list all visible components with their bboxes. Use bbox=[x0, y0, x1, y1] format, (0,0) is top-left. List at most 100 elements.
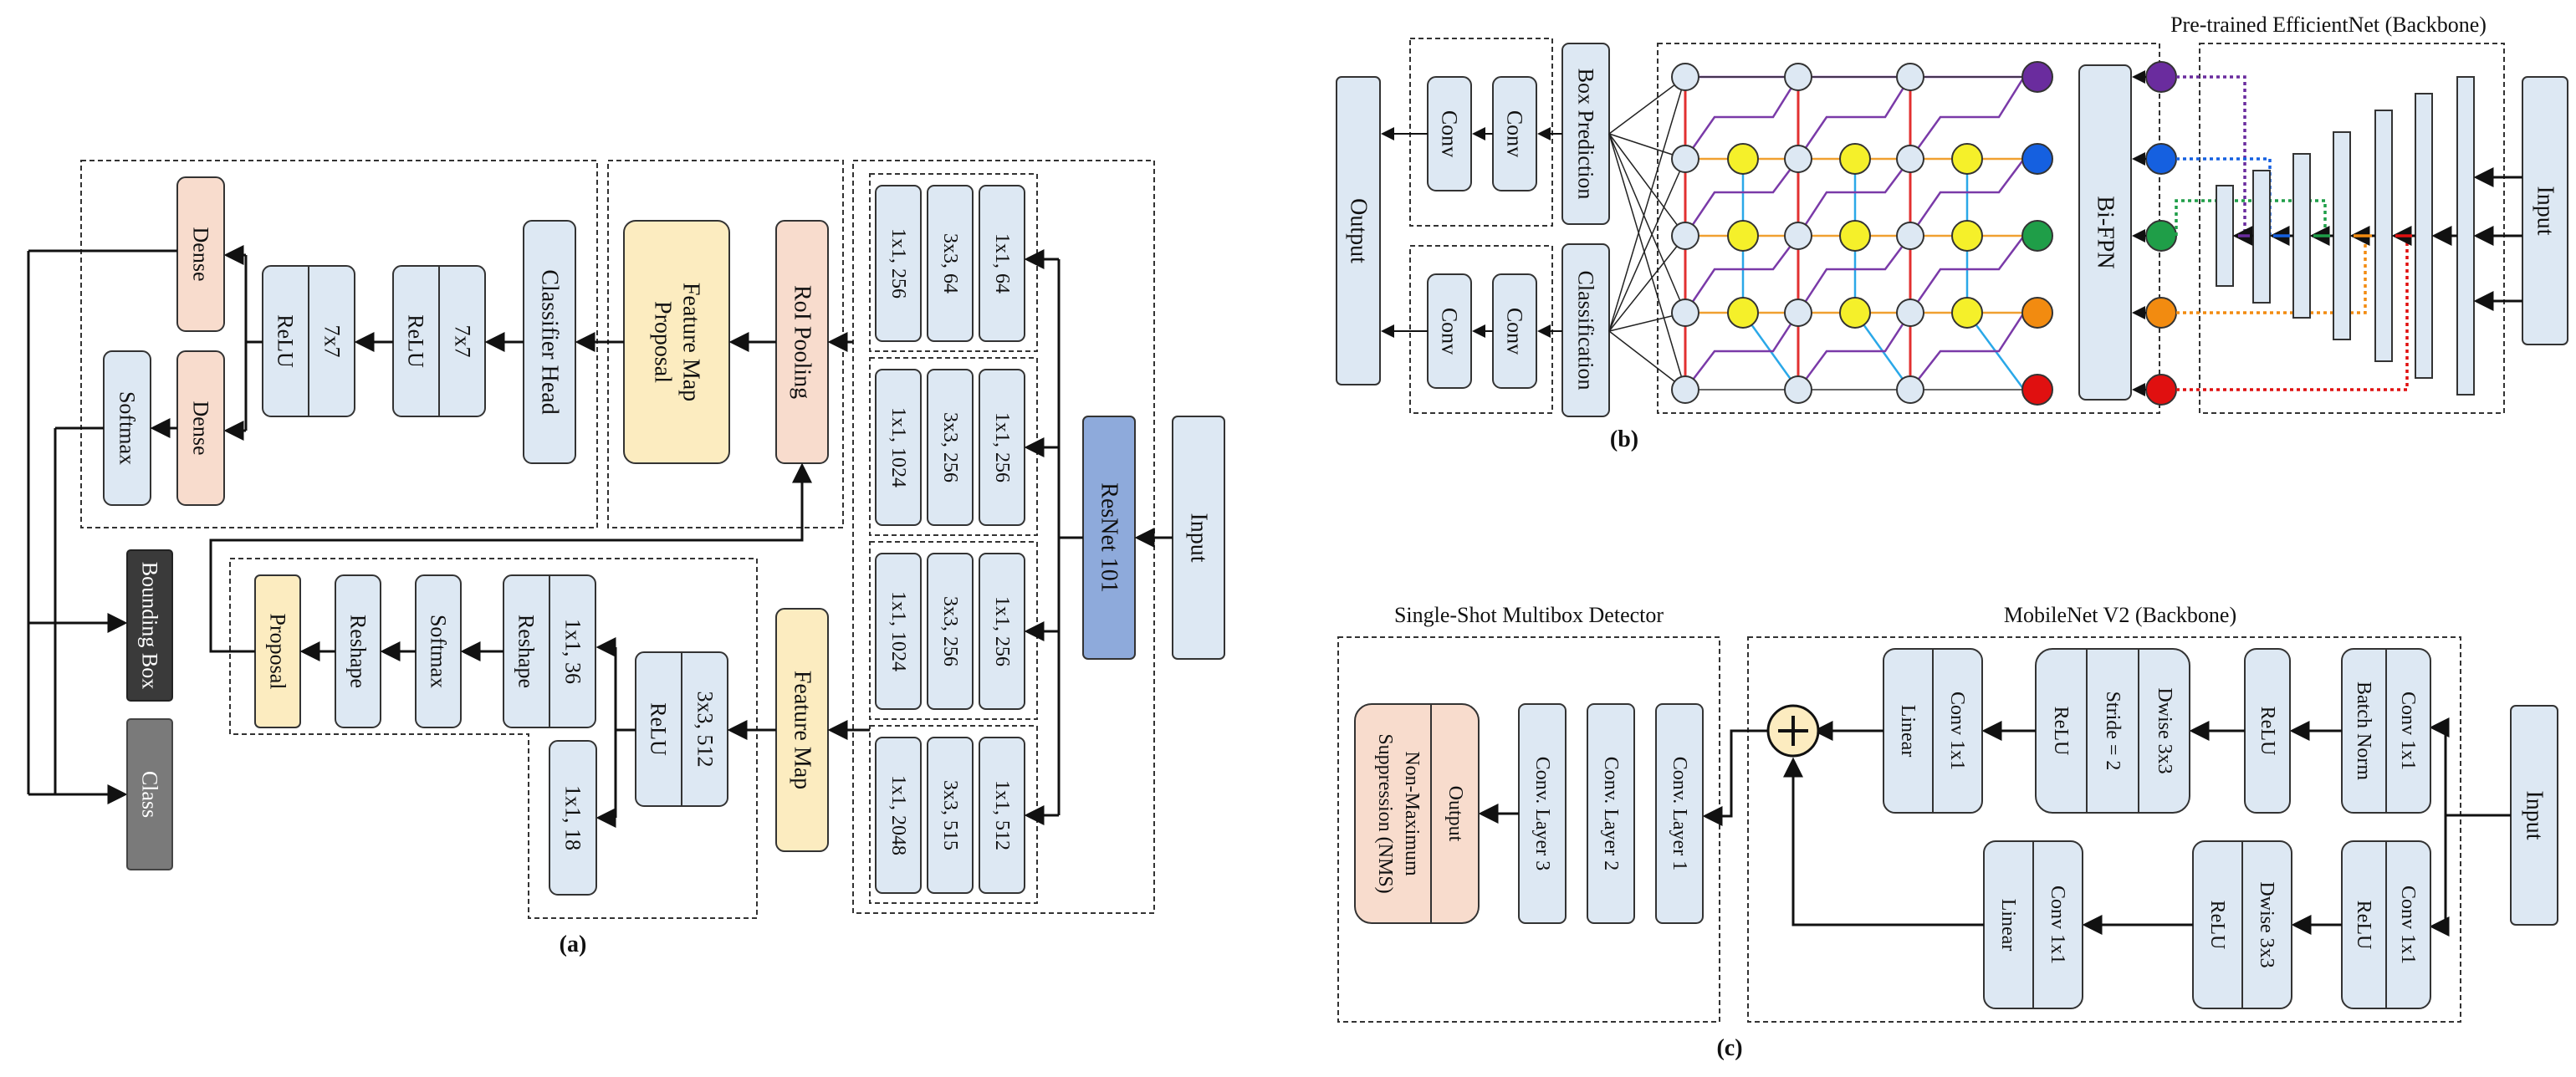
bifpn-nodes bbox=[1671, 61, 2053, 406]
top-conv1x1-label: Conv 1x1 bbox=[1946, 692, 1968, 770]
proposal-label: Proposal bbox=[266, 614, 290, 690]
proposal-feature-map-label-1: Proposal bbox=[650, 301, 676, 383]
classifier-head-label: Classifier Head bbox=[537, 269, 563, 414]
roi-pooling-label: RoI Pooling bbox=[790, 285, 815, 399]
res-block-2-layer-1: 1x1, 1024 bbox=[887, 407, 909, 487]
input-b-arrows bbox=[2473, 167, 2522, 311]
bottom-conv-label: Conv 1x1 bbox=[2397, 886, 2419, 964]
rpn-reshape-label-2: Reshape bbox=[346, 615, 371, 688]
res-block-1-layer-1: 1x1, 256 bbox=[887, 228, 909, 299]
res-block-3-layer-3: 1x1, 256 bbox=[991, 596, 1013, 666]
res-block-4-layer-2: 3x3, 515 bbox=[939, 780, 961, 850]
res-block-2-layer-2: 3x3, 256 bbox=[939, 412, 961, 482]
conv-layer-1-block bbox=[1655, 703, 1704, 924]
relu-label-1: ReLU bbox=[273, 314, 298, 368]
box-conv-2-label: Conv bbox=[1503, 110, 1527, 157]
backbone-feature-nodes bbox=[2145, 61, 2177, 406]
caption-b: (b) bbox=[1610, 426, 1638, 452]
bounding-box-output bbox=[126, 549, 173, 702]
output-nms-block bbox=[1354, 703, 1480, 924]
top-dwise-label: Dwise 3x3 bbox=[2154, 687, 2175, 773]
input-block-b bbox=[2522, 76, 2568, 345]
bottom-relu-label: ReLU bbox=[2353, 901, 2374, 950]
bottom-linear-label: Linear bbox=[1997, 899, 2019, 952]
backbone-title-b: Pre-trained EfficientNet (Backbone) bbox=[2170, 13, 2487, 37]
box-conv-1-label: Conv bbox=[1438, 110, 1462, 157]
kernel-7x7-label-1: 7x7 bbox=[320, 325, 345, 358]
conv-layer-1-label: Conv. Layer 1 bbox=[1669, 757, 1690, 870]
backbone-dotted-links bbox=[2175, 75, 2409, 391]
class-label: Class bbox=[138, 771, 162, 818]
res-block-1-layer-2: 3x3, 64 bbox=[939, 233, 961, 293]
top-stride-label: Stride = 2 bbox=[2102, 692, 2124, 771]
dense-label-bottom: Dense bbox=[189, 401, 213, 456]
rpn-reg-label: 1x1, 36 bbox=[561, 619, 585, 684]
mobilenet-title: MobileNet V2 (Backbone) bbox=[2004, 603, 2236, 627]
cls-conv-2-label: Conv bbox=[1503, 308, 1527, 355]
bottom-dwise-label: Dwise 3x3 bbox=[2256, 881, 2277, 967]
box-prediction-group bbox=[1409, 38, 1553, 227]
res-block-3: 1x1, 1024 3x3, 256 1x1, 256 bbox=[875, 553, 1025, 710]
panel-a-faster-rcnn: 1x1, 256 3x3, 64 1x1, 64 1x1, 1024 3x3, … bbox=[27, 160, 1225, 957]
conv-layer-3-label: Conv. Layer 3 bbox=[1531, 757, 1553, 870]
bottom-dwise-relu-label: ReLU bbox=[2206, 901, 2228, 950]
bifpn-input-arrows bbox=[2132, 70, 2146, 396]
feature-map-label: Feature Map bbox=[790, 671, 815, 789]
bottom-conv1x1-label: Conv 1x1 bbox=[2047, 886, 2068, 964]
res-block-3-layer-2: 3x3, 256 bbox=[939, 596, 961, 666]
res-block-4-layer-3: 1x1, 512 bbox=[991, 780, 1013, 850]
dense-label-top: Dense bbox=[189, 227, 213, 282]
rpn-reshape-label-1: Reshape bbox=[514, 615, 539, 688]
top-relu-label: ReLU bbox=[2257, 707, 2278, 756]
nms-label-1: Non-Maximum bbox=[1401, 751, 1423, 876]
classifier-group bbox=[80, 160, 598, 528]
softmax-label: Softmax bbox=[115, 391, 140, 465]
proposal-feature-map-label-2: Feature Map bbox=[678, 283, 704, 401]
res-block-4: 1x1, 2048 3x3, 515 1x1, 512 bbox=[875, 737, 1025, 894]
class-output bbox=[126, 718, 173, 870]
input-label-a: Input bbox=[1186, 513, 1212, 562]
conv-layer-2-block bbox=[1587, 703, 1635, 924]
output-block-b bbox=[1336, 76, 1381, 385]
res-block-1-layer-3: 1x1, 64 bbox=[991, 233, 1013, 293]
dense-block-top bbox=[176, 176, 225, 332]
rpn-softmax-label: Softmax bbox=[427, 615, 451, 688]
top-linear-label: Linear bbox=[1897, 705, 1919, 758]
caption-a: (a) bbox=[560, 932, 587, 957]
res-block-1: 1x1, 256 3x3, 64 1x1, 64 bbox=[875, 185, 1025, 342]
input-label-c: Input bbox=[2522, 790, 2548, 840]
ssd-title: Single-Shot Multibox Detector bbox=[1394, 603, 1664, 627]
panel-c-ssd-mobilenet: Single-Shot Multibox Detector MobileNet … bbox=[1337, 603, 2558, 1061]
box-prediction-label: Box Prediction bbox=[1574, 69, 1598, 200]
arrow-proposal-to-roi bbox=[209, 462, 812, 653]
res-block-2-layer-3: 1x1, 256 bbox=[991, 412, 1013, 482]
classification-label: Classification bbox=[1574, 271, 1598, 390]
bifpn-label: Bi-FPN bbox=[2093, 196, 2119, 268]
ssd-group bbox=[1337, 636, 1720, 1023]
rpn-cls-block bbox=[549, 740, 597, 896]
top-conv-label: Conv 1x1 bbox=[2397, 692, 2419, 770]
arrow-bottom-to-add bbox=[1783, 757, 1984, 926]
rpn-relu-label: ReLU bbox=[647, 702, 671, 756]
kernel-7x7-label-2: 7x7 bbox=[451, 325, 475, 358]
res-block-3-layer-1: 1x1, 1024 bbox=[887, 591, 909, 671]
top-dwise-relu-label: ReLU bbox=[2050, 707, 2072, 756]
output-label-b: Output bbox=[1346, 198, 1372, 263]
resnet-101-label: ResNet 101 bbox=[1096, 482, 1122, 592]
proposal-feature-map-block bbox=[623, 220, 730, 464]
bifpn-block bbox=[2078, 64, 2132, 401]
res-block-2: 1x1, 1024 3x3, 256 1x1, 256 bbox=[875, 369, 1025, 526]
rpn-conv-label: 3x3, 512 bbox=[693, 692, 718, 768]
panel-b-efficientdet: Pre-trained EfficientNet (Backbone) Outp… bbox=[1336, 13, 2568, 452]
efficientnet-group bbox=[2199, 43, 2505, 414]
conv-layer-2-label: Conv. Layer 2 bbox=[1600, 757, 1622, 870]
input-label-b: Input bbox=[2533, 186, 2558, 235]
bounding-box-label: Bounding Box bbox=[138, 562, 162, 689]
rpn-group bbox=[229, 558, 758, 919]
res-block-4-layer-1: 1x1, 2048 bbox=[887, 775, 909, 855]
efficientnet-stages bbox=[2216, 76, 2475, 396]
relu-label-2: ReLU bbox=[404, 314, 428, 368]
cls-conv-1-label: Conv bbox=[1438, 308, 1462, 355]
mobilenet-group bbox=[1747, 636, 2461, 1023]
